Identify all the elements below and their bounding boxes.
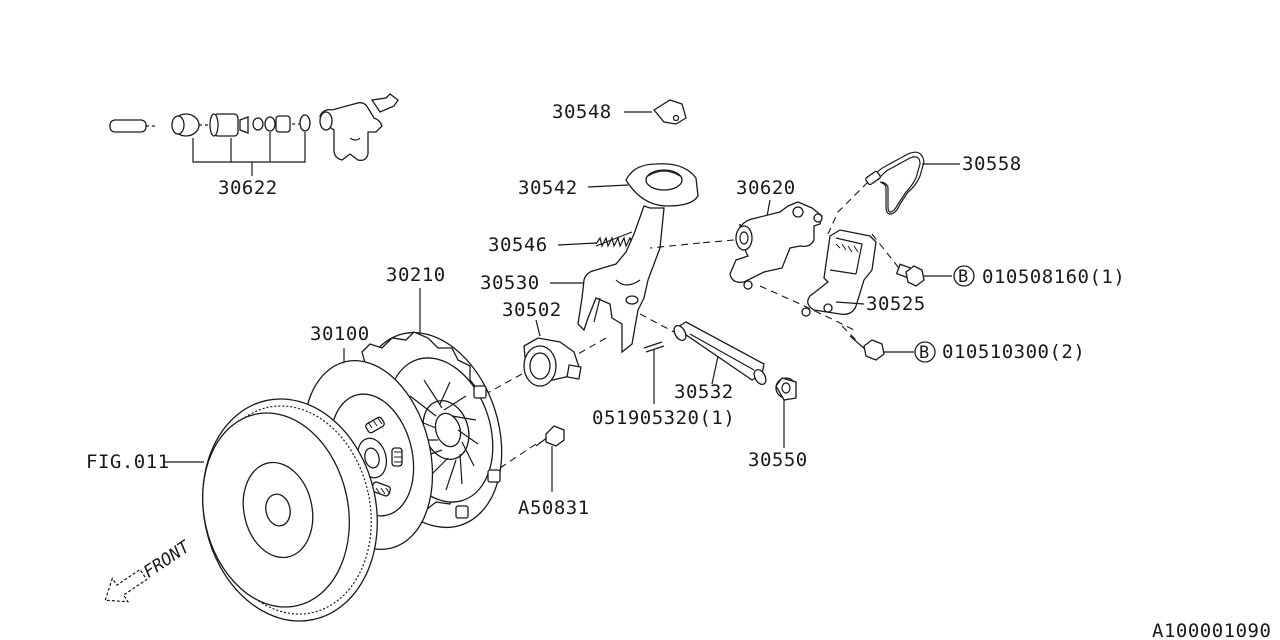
callout-010508160: 010508160(1) [982, 266, 1125, 288]
callout-fig011: FIG.011 [86, 451, 170, 473]
callout-30525: 30525 [866, 293, 926, 315]
callout-051905320: 051905320(1) [592, 407, 735, 429]
callout-30210: 30210 [386, 264, 446, 286]
callout-30532: 30532 [674, 381, 734, 403]
bolt-010508160 [871, 233, 975, 287]
callout-30502: 30502 [502, 299, 562, 321]
front-label: FRONT [140, 536, 195, 582]
clip-30548 [653, 99, 687, 125]
callout-30530: 30530 [480, 272, 540, 294]
sheet-id: A100001090 [1152, 620, 1271, 640]
circle-mark-b-2: B [919, 343, 929, 363]
flywheel-fig011 [202, 398, 378, 622]
spring-30546 [595, 231, 633, 248]
bolt-010510300 [841, 325, 936, 363]
callout-30548: 30548 [552, 101, 612, 123]
callout-30620: 30620 [736, 177, 796, 199]
release-fork-30530 [577, 205, 665, 354]
front-arrow-icon: FRONT [104, 536, 195, 603]
release-bearing-30502 [481, 337, 607, 397]
slave-cylinder-kit [109, 93, 399, 176]
callout-30558: 30558 [962, 153, 1022, 175]
callout-30550: 30550 [748, 449, 808, 471]
callout-30546: 30546 [488, 234, 548, 256]
pivot-boot-30542 [625, 163, 699, 207]
hose-30558 [827, 151, 925, 235]
operating-cylinder-30620 [649, 201, 823, 290]
bushing-30550 [775, 377, 797, 448]
callout-30100: 30100 [310, 323, 370, 345]
bracket-30525 [759, 229, 877, 331]
pin-051905320 [643, 341, 665, 404]
callout-010510300: 010510300(2) [942, 341, 1085, 363]
callout-30542: 30542 [518, 177, 578, 199]
callout-a50831: A50831 [518, 497, 590, 519]
callout-30622: 30622 [218, 177, 278, 199]
bolt-a50831 [499, 425, 565, 492]
pivot-shaft-30532 [639, 313, 767, 386]
circle-mark-b-1: B [958, 267, 968, 287]
